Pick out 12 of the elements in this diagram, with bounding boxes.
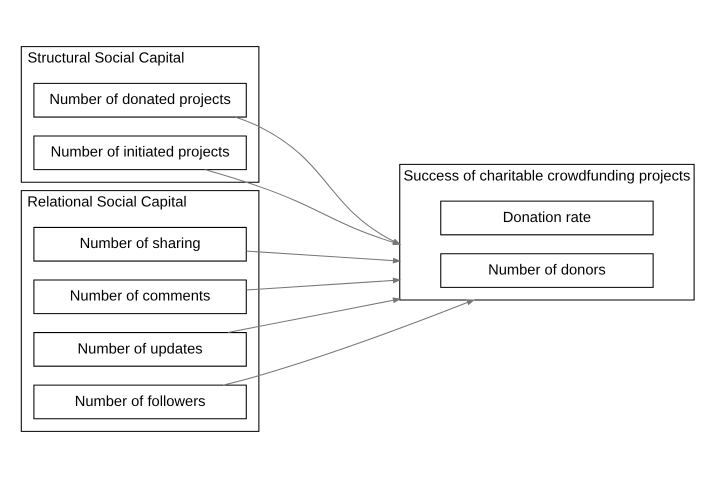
node-box: Number of sharing bbox=[33, 226, 247, 262]
arrow bbox=[246, 278, 402, 290]
node-box: Number of initiated projects bbox=[33, 135, 247, 170]
node-box: Number of followers bbox=[33, 384, 247, 420]
node-box: Number of comments bbox=[33, 279, 247, 314]
arrow bbox=[246, 250, 402, 264]
node-box: Donation rate bbox=[440, 200, 654, 236]
arrow bbox=[228, 297, 402, 333]
node-box: Number of updates bbox=[33, 332, 247, 367]
node-box: Number of donated projects bbox=[33, 82, 247, 118]
node-box: Number of donors bbox=[440, 253, 654, 288]
arrow bbox=[223, 299, 476, 386]
